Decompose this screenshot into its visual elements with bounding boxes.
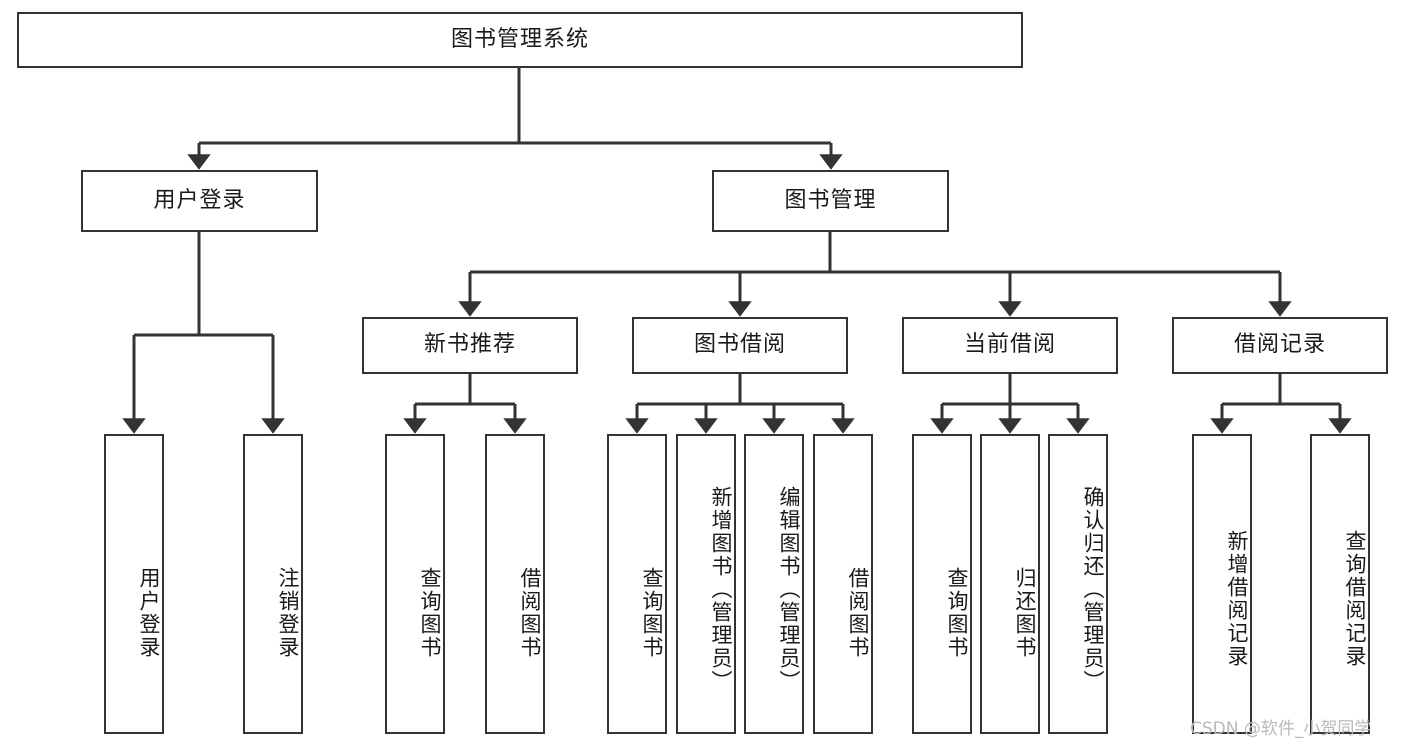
leaf-add-borrow-record[interactable]: 新增借阅记录	[1192, 434, 1252, 734]
node-user-login[interactable]: 用户登录	[81, 170, 318, 232]
node-label: 图书管理系统	[450, 26, 589, 52]
node-label: 查询图书	[945, 567, 969, 659]
csdn-watermark: CSDN @软件_小贺同学	[1190, 719, 1372, 739]
node-label: 编辑图书（管理员）	[777, 485, 801, 693]
node-book-borrow[interactable]: 图书借阅	[632, 317, 848, 374]
node-label: 查询图书	[418, 567, 442, 659]
leaf-borrow-book-recommend[interactable]: 借阅图书	[485, 434, 545, 734]
node-label: 注销登录	[276, 567, 300, 659]
node-label: 用户登录	[153, 187, 246, 213]
leaf-query-book-recommend[interactable]: 查询图书	[385, 434, 445, 734]
node-label: 新书推荐	[423, 332, 516, 358]
leaf-borrow-book-borrow[interactable]: 借阅图书	[813, 434, 873, 734]
node-label: 新增图书（管理员）	[709, 485, 733, 693]
node-label: 归还图书	[1013, 567, 1037, 659]
node-label: 新增借阅记录	[1225, 530, 1249, 668]
node-root-book-management-system[interactable]: 图书管理系统	[17, 12, 1023, 68]
leaf-add-book-admin[interactable]: 新增图书（管理员）	[676, 434, 736, 734]
node-label: 借阅图书	[518, 567, 542, 659]
node-label: 借阅图书	[846, 567, 870, 659]
node-label: 查询图书	[640, 567, 664, 659]
leaf-query-book-borrow[interactable]: 查询图书	[607, 434, 667, 734]
node-label: 图书管理	[784, 187, 877, 213]
node-label: 当前借阅	[963, 332, 1056, 358]
node-label: 确认归还（管理员）	[1081, 485, 1105, 693]
node-label: 用户登录	[137, 567, 161, 659]
node-label: 借阅记录	[1233, 332, 1326, 358]
leaf-query-book-current[interactable]: 查询图书	[912, 434, 972, 734]
leaf-return-book[interactable]: 归还图书	[980, 434, 1040, 734]
leaf-edit-book-admin[interactable]: 编辑图书（管理员）	[744, 434, 804, 734]
leaf-user-login[interactable]: 用户登录	[104, 434, 164, 734]
node-new-book-recommend[interactable]: 新书推荐	[362, 317, 578, 374]
node-label: 查询借阅记录	[1343, 530, 1367, 668]
node-label: 图书借阅	[693, 332, 786, 358]
node-book-management[interactable]: 图书管理	[712, 170, 949, 232]
node-current-borrow[interactable]: 当前借阅	[902, 317, 1118, 374]
leaf-query-borrow-record[interactable]: 查询借阅记录	[1310, 434, 1370, 734]
node-borrow-record[interactable]: 借阅记录	[1172, 317, 1388, 374]
leaf-user-logout[interactable]: 注销登录	[243, 434, 303, 734]
leaf-confirm-return-admin[interactable]: 确认归还（管理员）	[1048, 434, 1108, 734]
